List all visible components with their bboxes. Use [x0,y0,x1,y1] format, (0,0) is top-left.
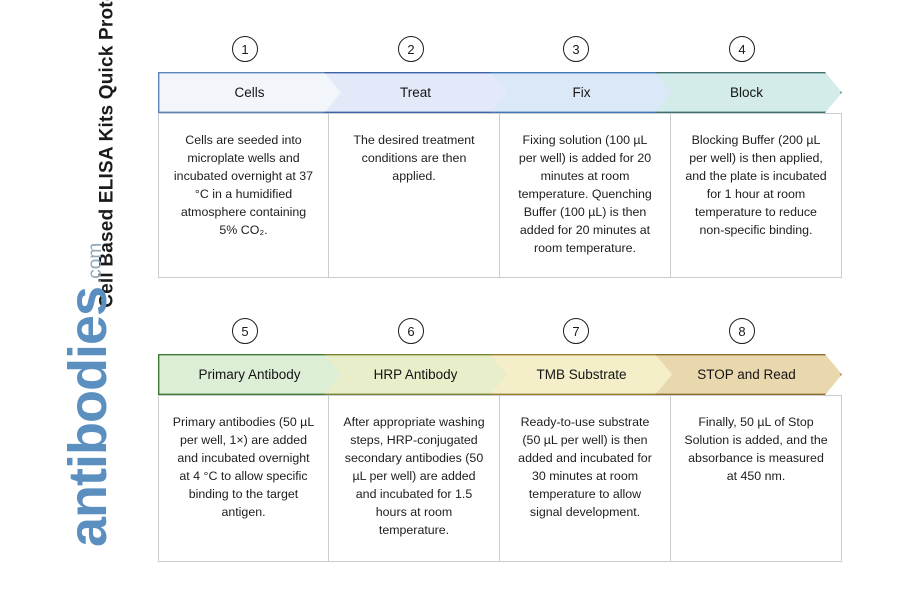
chevron-step: STOP and Read [655,354,842,395]
chevron-step: TMB Substrate [490,354,677,395]
step-description-cards-row-1: Cells are seeded into microplate wells a… [158,113,842,278]
chevron-label: Primary Antibody [198,367,301,382]
step-description-card: Fixing solution (100 µL per well) is add… [500,113,671,278]
step-number-badge: 7 [563,318,589,344]
brand-logo-word: antibodies [58,286,119,547]
step-description-card: After appropriate washing steps, HRP-con… [329,395,500,562]
step-number-badge: 1 [232,36,258,62]
brand-logo-tld: .com [85,242,106,284]
chevron-label: STOP and Read [697,367,796,382]
chevron-step: Fix [490,72,677,113]
chevron-bar-row-2: Primary Antibody HRP Antibody TMB Substr… [158,354,842,395]
step-description-card: Ready-to-use substrate (50 µL per well) … [500,395,671,562]
step-number-badge: 8 [729,318,755,344]
chevron-step: Block [655,72,842,113]
step-number-badge: 4 [729,36,755,62]
chevron-bar-row-1: Cells Treat Fix Block [158,72,842,113]
chevron-label: Cells [234,85,265,100]
chevron-step: HRP Antibody [324,354,511,395]
chevron-step: Cells [158,72,345,113]
chevron-step: Treat [324,72,511,113]
step-number-badges-row-1: 1 2 3 4 [158,36,842,72]
chevron-label: TMB Substrate [536,367,627,382]
step-number-badge: 6 [398,318,424,344]
step-number-badge: 2 [398,36,424,62]
chevron-label: Fix [572,85,591,100]
chevron-step: Primary Antibody [158,354,345,395]
step-description-card: Finally, 50 µL of Stop Solution is added… [671,395,842,562]
step-description-card: The desired treatment conditions are the… [329,113,500,278]
step-description-card: Primary antibodies (50 µL per well, 1×) … [158,395,329,562]
step-description-card: Blocking Buffer (200 µL per well) is the… [671,113,842,278]
brand-logo: antibodies .com [10,243,150,580]
protocol-row-2: 5 6 7 8 Primary Antibody HRP Antibody TM… [158,318,842,562]
step-number-badges-row-2: 5 6 7 8 [158,318,842,354]
step-number-badge: 5 [232,318,258,344]
chevron-label: Block [729,85,763,100]
step-description-card: Cells are seeded into microplate wells a… [158,113,329,278]
step-description-cards-row-2: Primary antibodies (50 µL per well, 1×) … [158,395,842,562]
protocol-row-1: 1 2 3 4 Cells Treat Fix Block Cells are … [158,36,842,278]
step-number-badge: 3 [563,36,589,62]
chevron-label: HRP Antibody [373,367,458,382]
chevron-label: Treat [399,85,431,100]
